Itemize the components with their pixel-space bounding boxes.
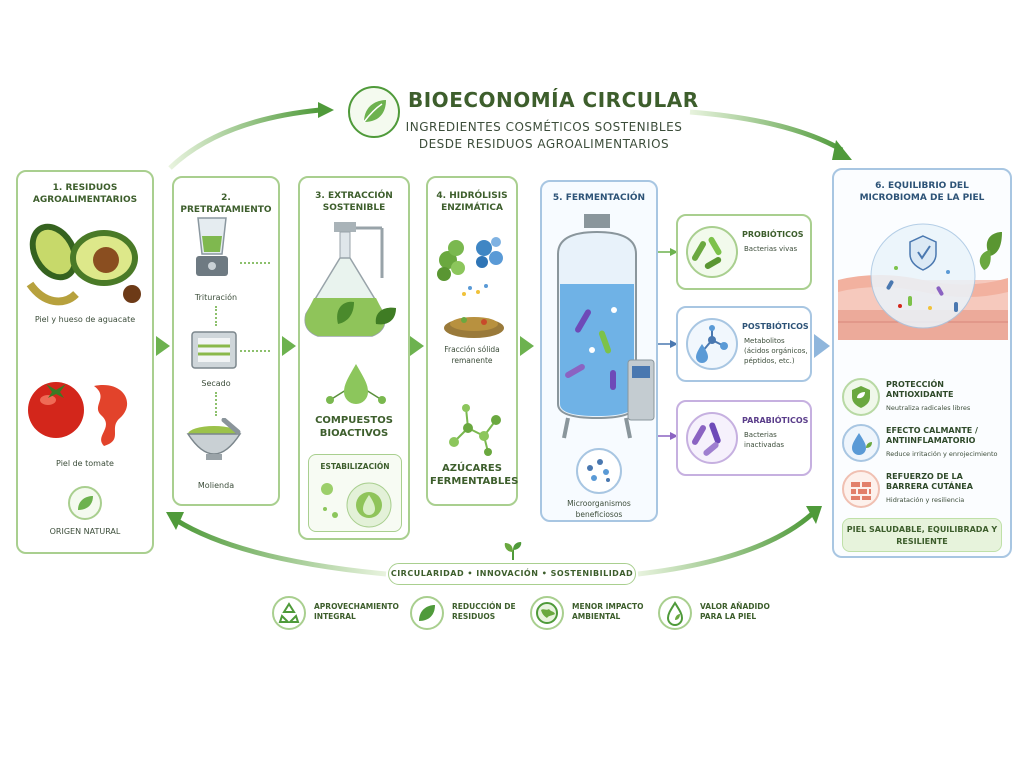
globe-icon bbox=[530, 596, 564, 630]
output-parabiotics: PARABIÓTICOS Bacterias inactivadas bbox=[676, 400, 812, 476]
crushing-label: Trituración bbox=[194, 293, 238, 302]
benefit-soothing-text: Reduce irritación y enrojecimiento bbox=[886, 450, 998, 458]
origin-leaf-icon bbox=[68, 486, 102, 520]
page-title: BIOECONOMÍA CIRCULAR bbox=[408, 88, 699, 112]
avocado-label: Piel y hueso de aguacate bbox=[34, 315, 136, 324]
arrow-head-bottom-left bbox=[166, 512, 184, 530]
connector-1-2 bbox=[156, 336, 170, 356]
benefit-barrier-title: REFUERZO DE LA BARRERA CUTÁNEA bbox=[886, 472, 973, 491]
connector-2-3 bbox=[282, 336, 296, 356]
step5-panel: 5. FERMENTACIÓN Microorganismos benefici… bbox=[540, 180, 658, 522]
sugar-molecule-icon bbox=[449, 404, 501, 456]
probiotics-title: PROBIÓTICOS bbox=[742, 230, 804, 239]
dryer-icon bbox=[191, 331, 237, 369]
connector-5-6 bbox=[814, 334, 830, 358]
capsule-icon bbox=[321, 482, 392, 528]
feature-waste: REDUCCIÓN DE RESIDUOS bbox=[410, 596, 522, 632]
drying-label: Secado bbox=[201, 379, 231, 388]
step2-title: 2. PRETRATAMIENTO bbox=[180, 193, 272, 215]
mortar-icon bbox=[186, 418, 242, 460]
arrow-head-bottom-right bbox=[806, 506, 822, 524]
step1-title: 1. RESIDUOS AGROALIMENTARIOS bbox=[32, 183, 138, 205]
feature-integral: APROVECHAMIENTO INTEGRAL bbox=[272, 596, 402, 632]
recycle-icon bbox=[272, 596, 306, 630]
feature-value-text: VALOR AÑADIDO PARA LA PIEL bbox=[700, 602, 770, 621]
page-subtitle-line1: INGREDIENTES COSMÉTICOS SOSTENIBLES bbox=[405, 120, 683, 134]
postbiotics-icon bbox=[686, 318, 738, 370]
sugars-label: AZÚCARES FERMENTABLES bbox=[430, 463, 519, 487]
footer-banner: CIRCULARIDAD • INNOVACIÓN • SOSTENIBILID… bbox=[388, 563, 636, 585]
feature-waste-text: REDUCCIÓN DE RESIDUOS bbox=[452, 602, 516, 621]
probiotics-icon bbox=[686, 226, 738, 278]
shield-icon bbox=[842, 378, 880, 416]
step5-title: 5. FERMENTACIÓN bbox=[552, 193, 646, 203]
leaf-icon bbox=[410, 596, 444, 630]
footer-sprout-icon bbox=[504, 542, 522, 560]
benefit-soothing: EFECTO CALMANTE / ANTIINFLAMATORIO Reduc… bbox=[842, 422, 1006, 466]
probiotics-text: Bacterias vivas bbox=[744, 245, 798, 253]
connector-3-4 bbox=[410, 336, 424, 356]
feature-impact-text: MENOR IMPACTO AMBIENTAL bbox=[572, 602, 644, 621]
page-subtitle-line2: DESDE RESIDUOS AGROALIMENTARIOS bbox=[418, 137, 670, 151]
step4-panel: 4. HIDRÓLISIS ENZIMÁTICA Fracción sólida… bbox=[426, 176, 518, 506]
skin-microbiome-icon bbox=[838, 223, 1008, 340]
postbiotics-title: POSTBIÓTICOS bbox=[742, 322, 809, 331]
extraction-flask-icon bbox=[304, 222, 396, 337]
stabilization-box: ESTABILIZACIÓN bbox=[308, 454, 402, 532]
benefit-antioxidant-text: Neutraliza radicales libres bbox=[886, 404, 971, 412]
drop-icon bbox=[658, 596, 692, 630]
step3-title: 3. EXTRACCIÓN SOSTENIBLE bbox=[315, 191, 393, 213]
benefit-antioxidant: PROTECCIÓN ANTIOXIDANTE Neutraliza radic… bbox=[842, 376, 1006, 420]
benefit-barrier: REFUERZO DE LA BARRERA CUTÁNEA Hidrataci… bbox=[842, 468, 1006, 512]
origin-label: ORIGEN NATURAL bbox=[49, 527, 121, 536]
avocado-icon bbox=[26, 223, 141, 306]
output-postbiotics: POSTBIÓTICOS Metabolitos (ácidos orgánic… bbox=[676, 306, 812, 382]
micro-label: Microorganismos beneficiosos bbox=[567, 499, 631, 519]
header: BIOECONOMÍA CIRCULAR INGREDIENTES COSMÉT… bbox=[348, 84, 698, 160]
skin-barrier-icon bbox=[842, 470, 880, 508]
bioreactor-icon bbox=[557, 214, 655, 439]
benefit-antioxidant-title: PROTECCIÓN ANTIOXIDANTE bbox=[886, 380, 954, 399]
benefit-barrier-text: Hidratación y resiliencia bbox=[886, 496, 965, 504]
step3-panel: 3. EXTRACCIÓN SOSTENIBLE COMPUESTOS BIOA… bbox=[298, 176, 410, 540]
parabiotics-text: Bacterias inactivadas bbox=[744, 431, 785, 449]
step4-title: 4. HIDRÓLISIS ENZIMÁTICA bbox=[436, 191, 508, 213]
tomato-icon bbox=[28, 382, 128, 446]
step2-panel: 2. PRETRATAMIENTO Trituración Secado Mol… bbox=[172, 176, 280, 506]
tomato-label: Piel de tomate bbox=[56, 459, 114, 468]
leaf-logo-icon bbox=[348, 86, 400, 138]
result-banner: PIEL SALUDABLE, EQUILIBRADA Y RESILIENTE bbox=[842, 518, 1002, 552]
feature-value: VALOR AÑADIDO PARA LA PIEL bbox=[658, 596, 776, 632]
water-drop-icon bbox=[842, 424, 880, 462]
step6-title: 6. EQUILIBRIO DEL MICROBIOMA DE LA PIEL bbox=[859, 181, 985, 203]
parabiotics-title: PARABIÓTICOS bbox=[742, 416, 809, 425]
step1-panel: 1. RESIDUOS AGROALIMENTARIOS Piel y hues… bbox=[16, 170, 154, 554]
arrow-head-top-right bbox=[832, 140, 852, 160]
postbiotics-text: Metabolitos (ácidos orgánicos, péptidos,… bbox=[744, 337, 808, 365]
molecule-drop-icon bbox=[326, 364, 386, 404]
output-probiotics: PROBIÓTICOS Bacterias vivas bbox=[676, 214, 812, 290]
parabiotics-icon bbox=[686, 412, 738, 464]
feature-impact: MENOR IMPACTO AMBIENTAL bbox=[530, 596, 648, 632]
compounds-label: COMPUESTOS BIOACTIVOS bbox=[315, 415, 393, 439]
stabilization-label: ESTABILIZACIÓN bbox=[320, 462, 390, 471]
grinding-label: Molienda bbox=[197, 481, 235, 490]
enzyme-icon bbox=[437, 237, 503, 296]
arrow-head-top-left bbox=[318, 102, 334, 118]
grinder-icon bbox=[196, 217, 228, 276]
feature-integral-text: APROVECHAMIENTO INTEGRAL bbox=[314, 602, 399, 621]
solid-fraction-icon bbox=[444, 317, 504, 338]
fraction-label: Fracción sólida remanente bbox=[444, 345, 500, 365]
microorganisms-icon bbox=[576, 448, 622, 494]
benefit-soothing-title: EFECTO CALMANTE / ANTIINFLAMATORIO bbox=[886, 426, 978, 445]
connector-4-5 bbox=[520, 336, 534, 356]
